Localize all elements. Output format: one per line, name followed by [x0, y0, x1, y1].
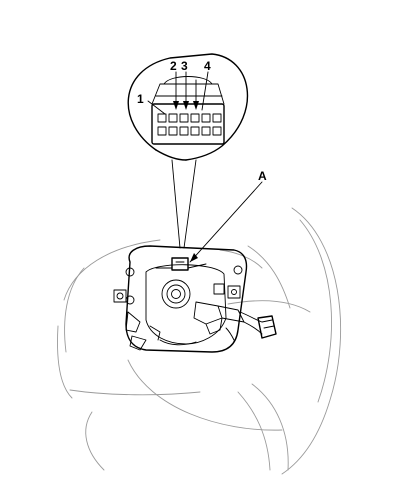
pin-arrows: [173, 79, 199, 110]
pin4-leader: [201, 71, 209, 111]
pin1-leader: [147, 100, 166, 115]
pin1-label: 1: [137, 92, 144, 106]
pin4-label: 4: [204, 59, 211, 73]
connector-magnifier: [127, 53, 249, 249]
pin3-label: 3: [181, 59, 188, 73]
pin2-label: 2: [170, 59, 177, 73]
connector-block: [147, 71, 225, 145]
clock-spring-harness: [193, 301, 277, 341]
callout-a-label: A: [258, 169, 267, 183]
steering-hub: [113, 245, 248, 353]
connector-pin-row-top: [157, 113, 222, 123]
connector-pin-row-bottom: [157, 126, 222, 136]
